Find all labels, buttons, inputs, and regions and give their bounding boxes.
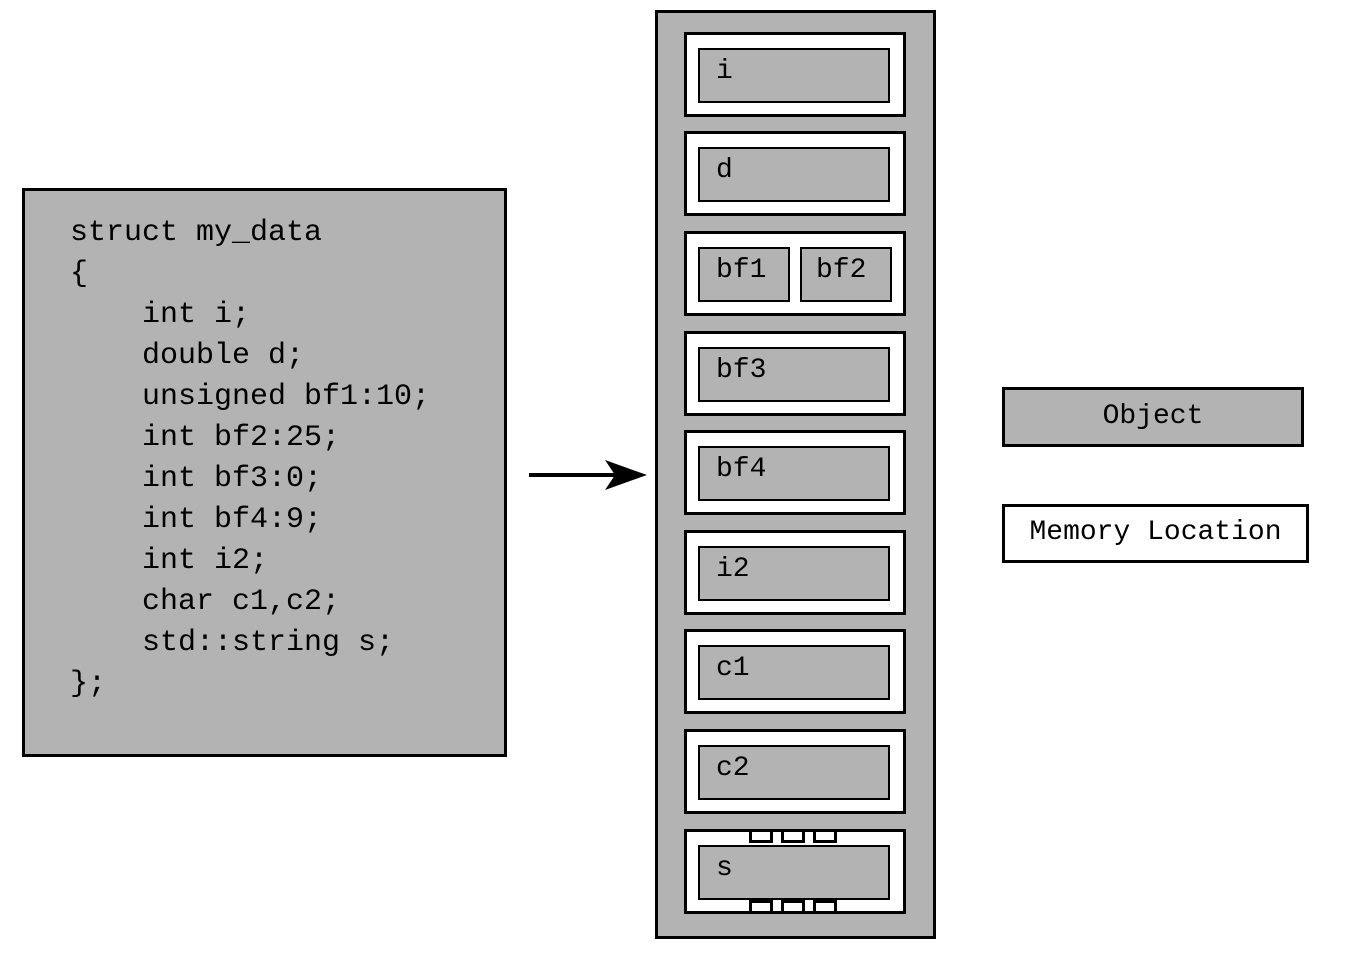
- object-s: s: [698, 845, 890, 900]
- memory-location-notch: [781, 829, 805, 843]
- code-line: double d;: [70, 339, 305, 373]
- object-bf1: bf1: [698, 247, 790, 302]
- code-line: };: [70, 667, 107, 701]
- memory-location-notch: [813, 900, 837, 914]
- code-line: unsigned bf1:10;: [70, 380, 431, 414]
- right-arrow-icon: [529, 460, 647, 490]
- object-i: i: [698, 48, 890, 103]
- object-d: d: [698, 147, 890, 202]
- code-line: int bf3:0;: [70, 462, 323, 496]
- memory-column: i d bf1 bf2 bf3 bf4 i2 c1 c2 s: [655, 10, 936, 939]
- code-line: int bf4:9;: [70, 503, 323, 537]
- memory-location: d: [684, 131, 906, 216]
- memory-location-notch: [781, 900, 805, 914]
- object-c1: c1: [698, 645, 890, 700]
- code-line: int i2;: [70, 544, 269, 578]
- object-i2: i2: [698, 546, 890, 601]
- object-bf3: bf3: [698, 347, 890, 402]
- code-line: {: [70, 257, 89, 291]
- code-line: struct my_data: [70, 216, 323, 250]
- memory-location: i: [684, 32, 906, 117]
- object-bf2: bf2: [800, 247, 892, 302]
- code-line: std::string s;: [70, 626, 395, 660]
- code-line: int i;: [70, 298, 251, 332]
- memory-location-group: s: [684, 829, 906, 914]
- object-c2: c2: [698, 745, 890, 800]
- memory-location-notch: [813, 829, 837, 843]
- legend-object: Object: [1002, 387, 1304, 447]
- memory-location: bf1 bf2: [684, 231, 906, 316]
- code-panel: struct my_data { int i; double d; unsign…: [22, 188, 507, 757]
- memory-location: c1: [684, 629, 906, 714]
- code-line: char c1,c2;: [70, 585, 341, 619]
- code-line: int bf2:25;: [70, 421, 341, 455]
- memory-location: bf4: [684, 430, 906, 515]
- legend-memory-location: Memory Location: [1002, 504, 1309, 563]
- memory-location-notch: [749, 829, 773, 843]
- object-bf4: bf4: [698, 446, 890, 501]
- memory-location: c2: [684, 729, 906, 814]
- memory-location: i2: [684, 530, 906, 615]
- memory-location: bf3: [684, 331, 906, 416]
- memory-location-notch: [749, 900, 773, 914]
